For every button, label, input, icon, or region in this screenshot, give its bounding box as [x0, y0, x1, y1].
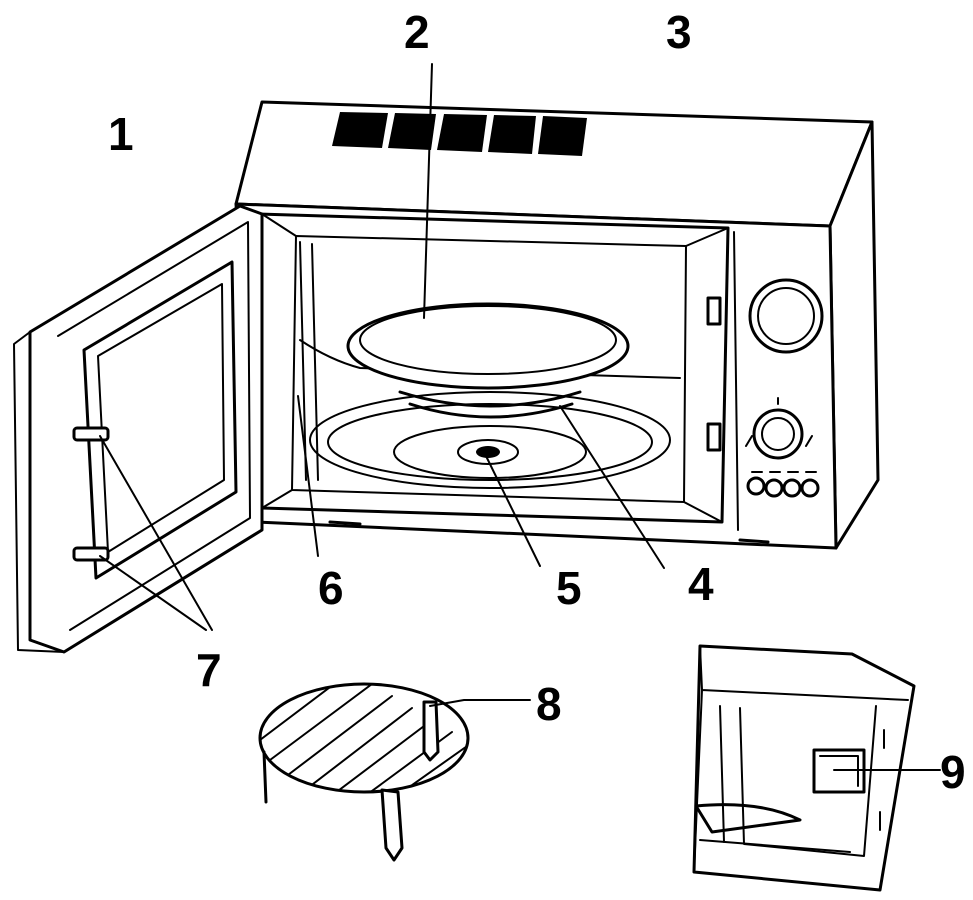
inset-cabinet	[692, 644, 916, 892]
door-inner-edge	[57, 221, 251, 631]
door-hinge-slot-lower	[706, 422, 722, 452]
callout-7: 7	[196, 644, 222, 696]
power-dial-marks	[745, 397, 813, 447]
callout-5: 5	[556, 562, 582, 614]
callout-numbers: 1 2 3 4 5 6 7 8 9	[108, 6, 966, 798]
leader-2	[423, 63, 433, 319]
callout-1: 1	[108, 108, 134, 160]
shaft-hub	[476, 446, 500, 458]
leader-8	[429, 699, 531, 707]
callout-3: 3	[666, 6, 692, 58]
timer-knob	[748, 278, 824, 354]
timer-knob-inner	[757, 287, 815, 345]
cabinet-feet	[328, 520, 770, 544]
inset-cavity	[719, 705, 877, 857]
door-illustration	[13, 204, 264, 654]
leader-6	[297, 395, 319, 557]
waveguide-cover-edge	[819, 755, 859, 787]
turntable-assembly	[309, 302, 671, 489]
glass-plate-rim	[359, 305, 617, 375]
rack-leg-back	[422, 700, 440, 762]
roller-support-upper	[398, 390, 582, 408]
control-buttons	[746, 471, 820, 498]
door-hinge-slot-upper	[706, 296, 722, 326]
leader-lines	[99, 63, 941, 771]
vent-slots	[332, 112, 587, 156]
door-latch-lower	[72, 546, 110, 562]
door-window-inner	[97, 283, 225, 553]
floor-ring-inner	[327, 403, 653, 481]
control-panel-divider	[733, 231, 739, 531]
leader-7b	[99, 555, 207, 631]
inset-details	[699, 729, 885, 853]
cavity-left-wall-lines	[299, 241, 319, 481]
door-thickness	[13, 331, 65, 653]
glass-plate	[346, 302, 630, 390]
callout-4: 4	[688, 558, 714, 610]
roller-support-lower	[408, 402, 574, 419]
callout-6: 6	[318, 562, 344, 614]
power-dial-inner	[761, 417, 795, 451]
leader-7a	[99, 435, 213, 631]
grill-rack-illustration	[258, 682, 470, 862]
inset-plate	[694, 803, 802, 834]
callout-9: 9	[940, 746, 966, 798]
floor-ring-outer	[309, 391, 671, 489]
rack-top	[258, 682, 470, 794]
waveguide-inset	[692, 644, 916, 892]
roller-ring	[393, 425, 587, 479]
inset-top-edge	[693, 645, 909, 873]
rack-leg-left	[262, 750, 268, 804]
door-latch-upper	[72, 426, 110, 442]
callout-8: 8	[536, 678, 562, 730]
cavity-floor-line	[299, 339, 681, 379]
callout-2: 2	[404, 6, 430, 58]
rack-leg-front	[380, 788, 404, 862]
leader-5	[485, 455, 541, 567]
coupler	[457, 439, 519, 465]
leader-4	[559, 405, 665, 569]
cavity-edges	[261, 213, 729, 523]
